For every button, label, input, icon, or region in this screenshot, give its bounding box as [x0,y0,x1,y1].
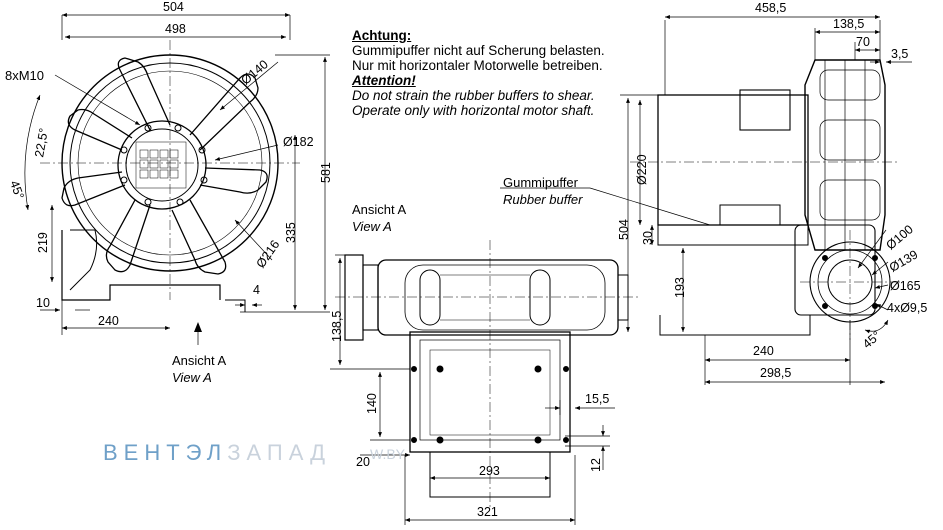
dim-front-d216: Ø216 [253,238,282,271]
dim-front-335: 335 [284,222,298,243]
dim-front-d140: Ø140 [238,57,270,87]
dim-side-holes: 4xØ9,5 [887,301,927,315]
dim-bottom-1385: 138,5 [330,311,344,342]
bottom-view [330,240,640,525]
dim-front-d182: Ø182 [283,135,314,149]
dim-side-d220: Ø220 [635,154,649,185]
watermark-site: W.BY [370,446,406,462]
dim-front-219: 219 [36,232,50,253]
dim-front-10: 10 [36,296,50,310]
label-view-a-en-front: View A [172,370,212,385]
front-view [24,13,330,345]
label-view-a-en-bottom: View A [352,219,392,234]
watermark-part2: ЗАПАД [227,440,332,465]
dim-front-581: 581 [319,162,333,183]
dimension-labels: 504 498 Ø140 Ø182 581 335 Ø216 22,5° 45°… [7,0,927,519]
dim-side-30: 30 [641,231,655,245]
note-en-heading: Attention! [352,73,416,88]
dim-side-45: 45° [860,328,883,351]
dim-front-498: 498 [165,22,186,36]
note-en-line1: Do not strain the rubber buffers to shea… [352,88,595,103]
watermark-part1: ВЕНТЭЛ [103,440,228,465]
dim-bottom-293: 293 [479,464,500,478]
dim-bottom-12: 12 [589,458,603,472]
dim-bottom-155: 15,5 [585,392,609,406]
dim-front-225: 22,5° [32,127,51,158]
dim-side-193: 193 [673,277,687,298]
note-de-line2: Nur mit horizontaler Motorwelle betreibe… [352,58,603,73]
dim-side-240: 240 [753,344,774,358]
dim-bottom-321: 321 [477,505,498,519]
watermark: ВЕНТЭЛЗАПАД [103,440,331,466]
dim-front-504: 504 [163,0,184,14]
dim-side-504: 504 [617,219,631,240]
dim-side-d165: Ø165 [890,279,921,293]
dim-bottom-140: 140 [365,393,379,414]
side-view [500,15,912,385]
note-en-line2: Operate only with horizontal motor shaft… [352,103,595,118]
dim-side-1385: 138,5 [833,17,864,31]
note-de-heading: Achtung: [352,28,412,43]
warning-note: Achtung: Gummipuffer nicht auf Scherung … [352,28,605,118]
dim-side-4585: 458,5 [755,1,786,15]
dim-side-2985: 298,5 [760,366,791,380]
view-a-arrow-icon [194,322,202,332]
dim-front-4: 4 [253,283,260,297]
view-labels: 8xM10 Ansicht A View A Ansicht A View A … [5,68,583,385]
label-view-a-de-bottom: Ansicht A [352,202,407,217]
dim-bottom-20: 20 [356,455,370,469]
dim-side-35: 3,5 [891,47,908,61]
label-bolts: 8xM10 [5,68,44,83]
note-de-line1: Gummipuffer nicht auf Scherung belasten. [352,43,605,58]
label-buffer-de: Gummipuffer [503,175,579,190]
label-view-a-de-front: Ansicht A [172,353,227,368]
dim-front-240: 240 [98,314,119,328]
dim-front-45: 45° [7,179,27,202]
dim-side-70: 70 [856,35,870,49]
label-buffer-en: Rubber buffer [503,192,583,207]
